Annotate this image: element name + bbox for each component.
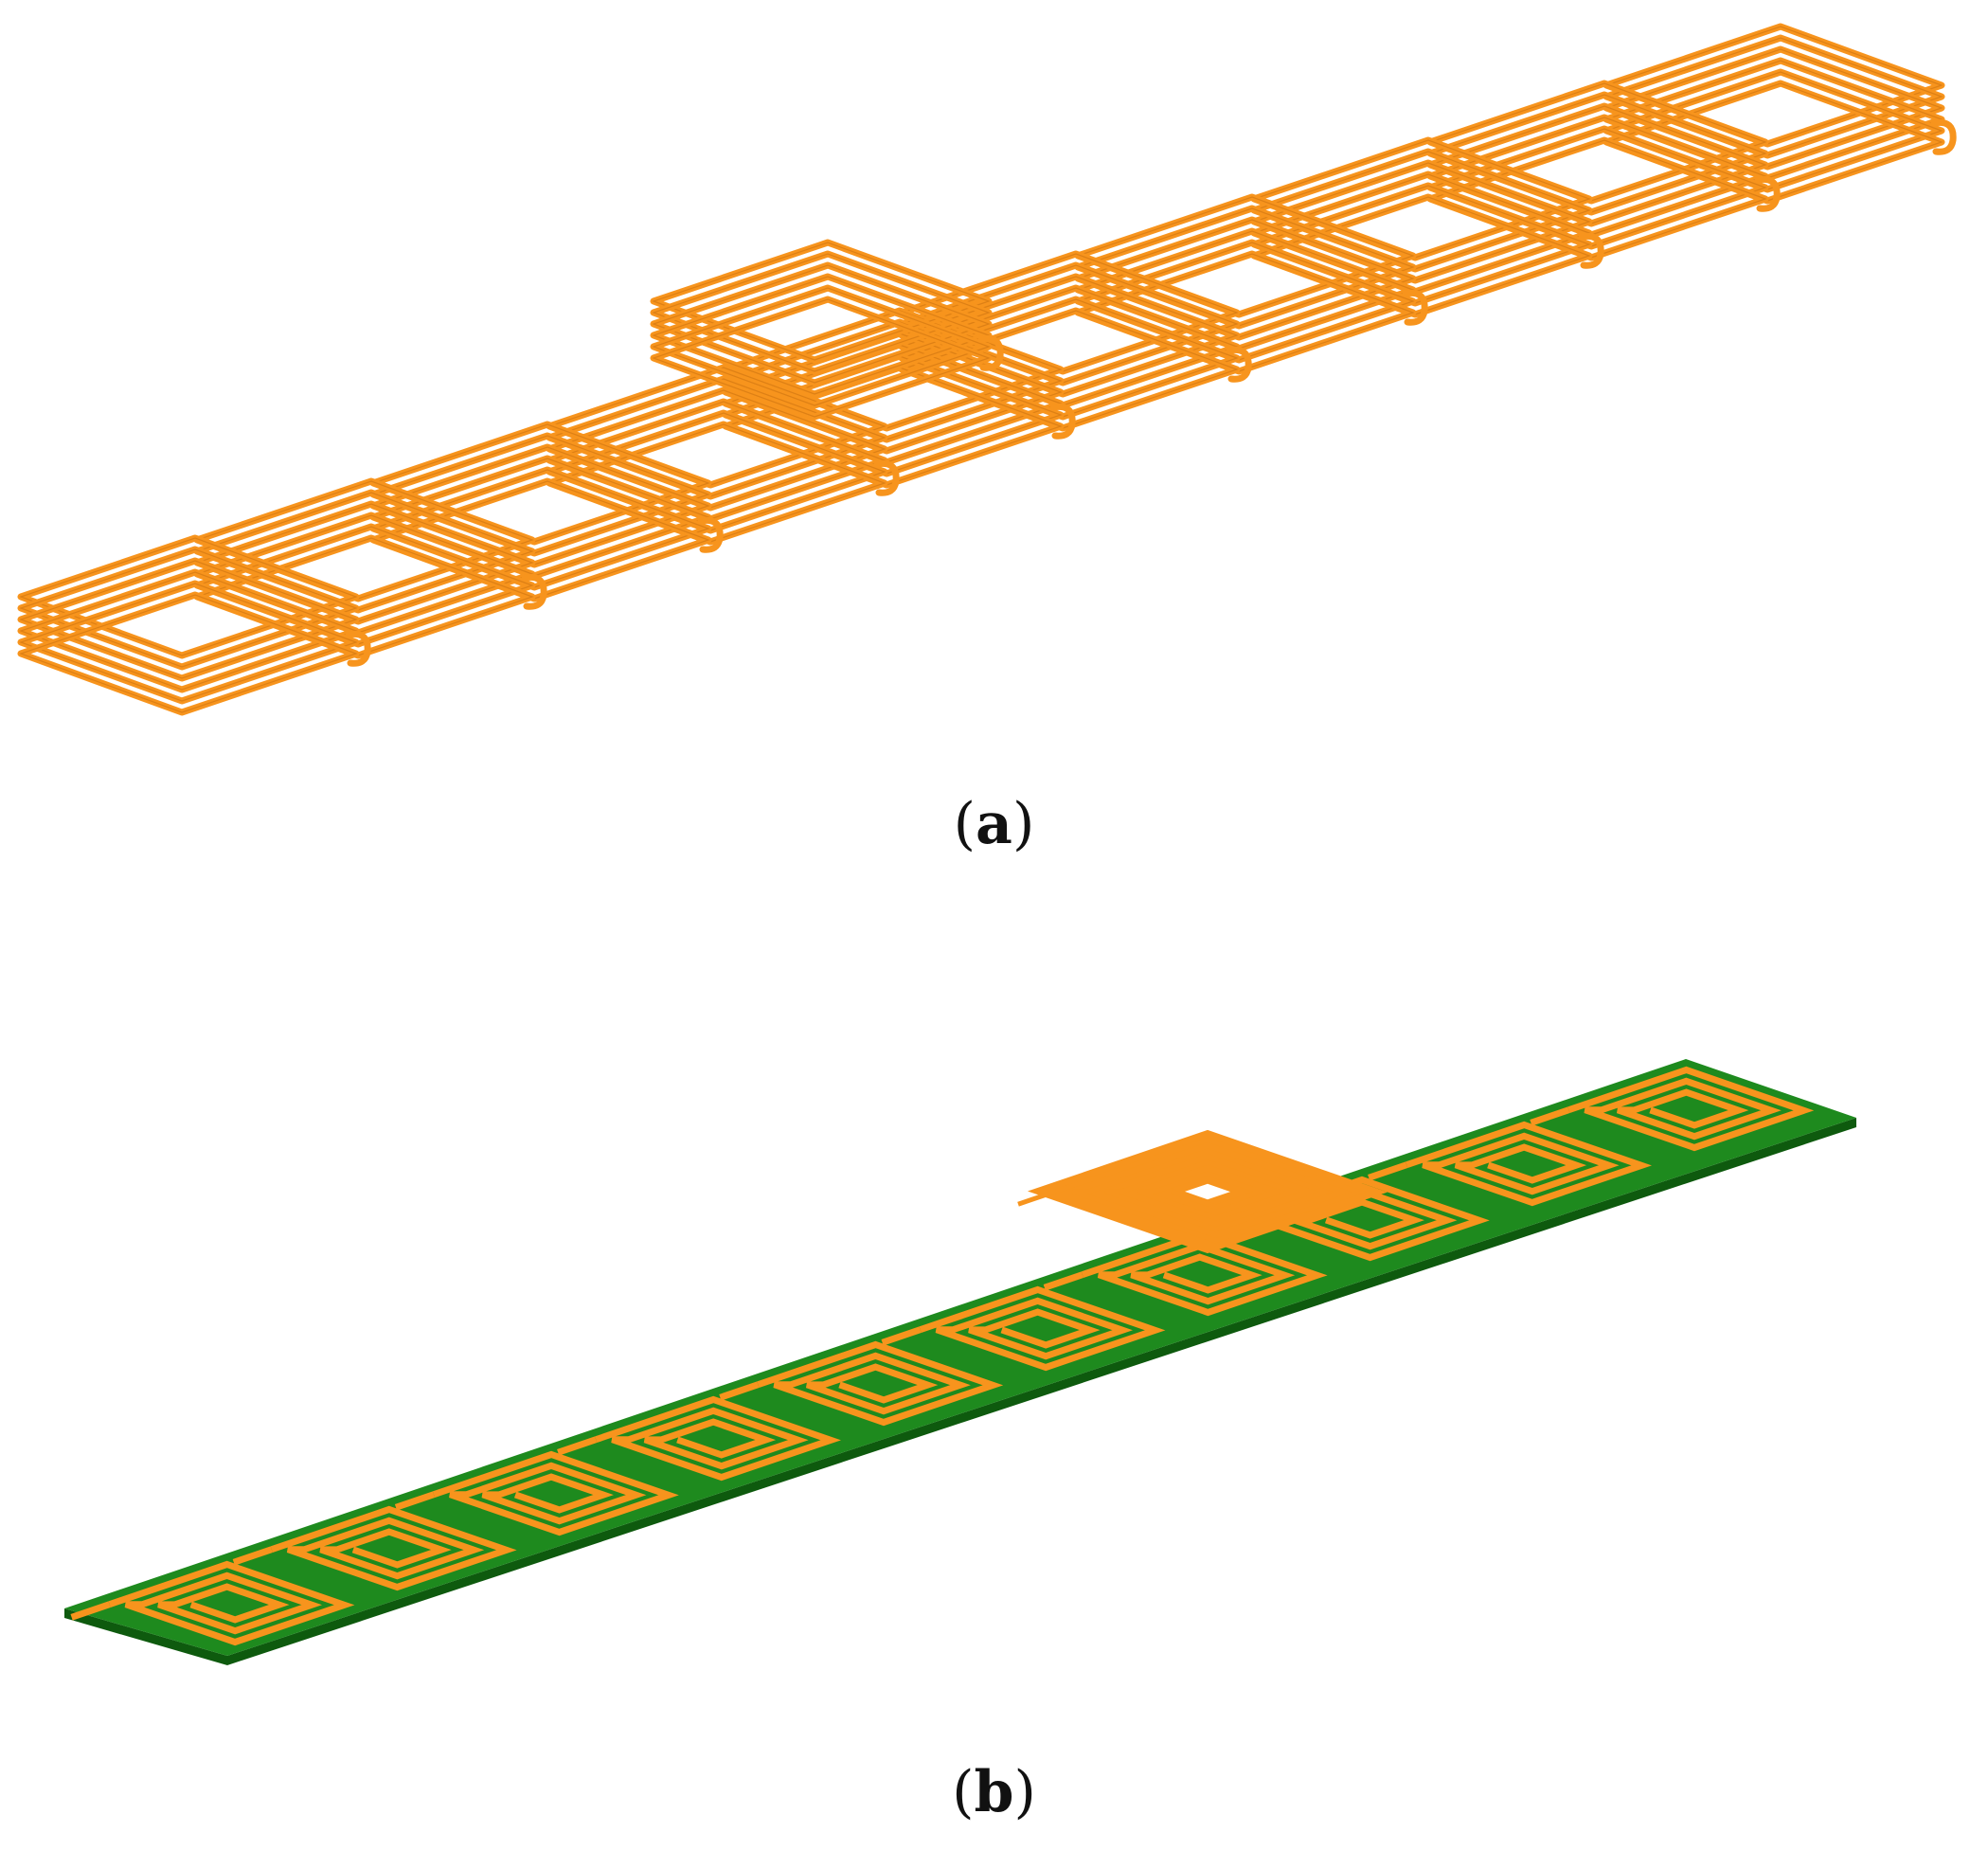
pcb-spiral-coil [232, 1505, 517, 1591]
caption-a: (a) [953, 791, 1035, 857]
caption-b: (b) [952, 1759, 1036, 1825]
pcb-spiral-coil [719, 1340, 1004, 1427]
pcb-spiral-coil [881, 1285, 1166, 1372]
panel-b-pcb-coil-array [64, 1059, 1856, 1665]
pcb-spiral-coil [70, 1560, 355, 1646]
wire-coil [1603, 23, 1957, 205]
pcb-spiral-coil [1368, 1121, 1653, 1207]
panel-a-wire-coil-array [17, 23, 1957, 716]
receiver-wire-coil [650, 239, 1004, 421]
pcb-spiral-coil [1043, 1230, 1328, 1317]
pcb-spiral-coil [557, 1395, 842, 1482]
caption-b-label: b [974, 1759, 1014, 1825]
wire-coil [17, 534, 371, 716]
pcb-spiral-coil [394, 1450, 679, 1536]
receiver-pcb-coil [1017, 1129, 1388, 1254]
pcb-spiral-coil [1530, 1066, 1815, 1152]
caption-a-label: a [976, 791, 1012, 857]
